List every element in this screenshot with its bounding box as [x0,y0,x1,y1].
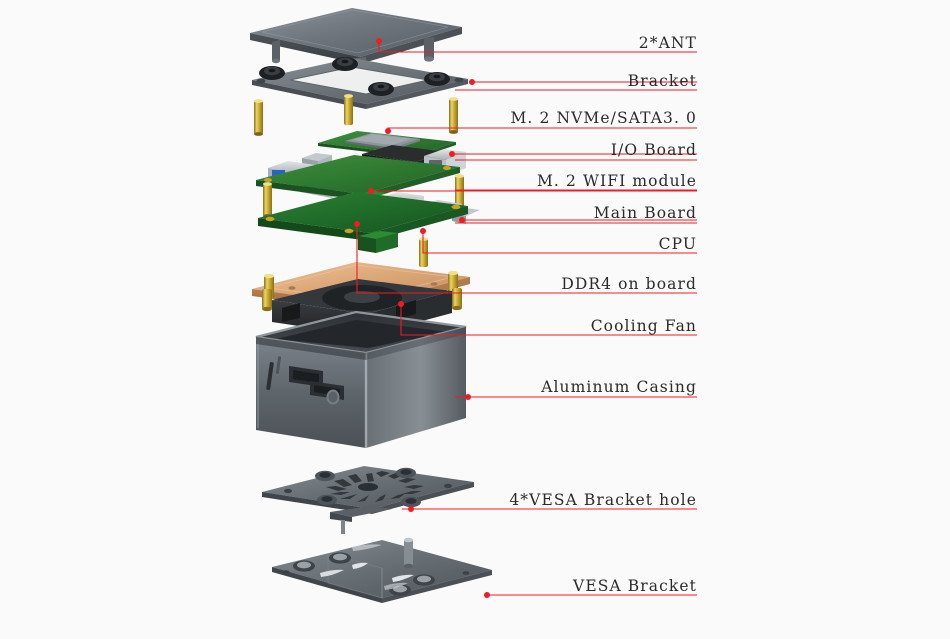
leader-dot-main-board [459,217,465,223]
vesa-bottom-plate [262,466,474,534]
fan-vent-grill [326,471,424,502]
antenna-post [424,37,434,62]
leader-line-ant [378,41,455,53]
leader-lines [354,38,697,598]
callout-label-io-board: I/O Board [610,141,697,159]
leader-dot-aluminum [465,394,471,400]
vesa-bracket-hole [317,494,337,506]
antenna-bracket [252,57,468,109]
keyhole-slot [329,552,351,564]
brass-standoff [262,289,272,312]
leader-dot-vesa-bracket [484,592,490,598]
casing-port-cutouts [266,356,344,405]
vesa-bracket-hole [396,467,416,479]
callout-label-main-board: Main Board [593,204,697,222]
leader-dot-io-board [449,151,455,157]
callout-label-bracket: Bracket [627,72,697,90]
aluminum-casing [255,310,467,448]
brass-standoff [452,288,462,311]
vesa-bracket-hole [401,496,421,508]
leader-dot-m2-nvme [385,128,391,134]
vesa-bracket-hole [315,470,335,482]
callout-label-m2-nvme: M. 2 NVMe/SATA3. 0 [510,109,697,127]
bracket-grommet [332,57,358,71]
leader-dot-vesa-holes [408,506,414,512]
brass-standoff [344,94,353,125]
leader-dot-m2-wifi [368,188,374,194]
brass-standoff [263,182,272,218]
callout-label-ddr4: DDR4 on board [561,275,697,293]
bracket-grommet [259,66,285,80]
keyhole-slot [293,560,315,572]
leader-dot-ddr4 [354,221,360,227]
callout-label-m2-wifi: M. 2 WIFI module [536,172,697,190]
callout-label-vesa-bracket: VESA Bracket [573,577,697,595]
bracket-grommet [368,82,394,96]
brass-standoff-group-upper [254,94,458,136]
bracket-grommet [424,72,450,86]
vesa-mount-bracket [272,537,492,603]
callout-label-cooling-fan: Cooling Fan [590,317,697,335]
main-board [258,192,480,253]
leader-line-cpu [422,231,697,254]
leader-dot-ant [376,38,382,44]
bracket-pin [403,537,414,569]
top-cover-plate [250,8,462,86]
leader-dot-cooling-fan [398,301,404,307]
callout-label-cpu: CPU [658,235,697,253]
brass-standoff [449,97,458,134]
callout-label-ant: 2*ANT [638,34,697,52]
keyhole-slot [413,574,435,586]
leader-dot-bracket [469,79,475,85]
brass-standoff [254,99,263,136]
callout-label-aluminum: Aluminum Casing [541,378,697,396]
antenna-post [272,40,280,64]
leader-dot-cpu [420,228,426,234]
callout-label-vesa-holes: 4*VESA Bracket hole [509,491,697,509]
